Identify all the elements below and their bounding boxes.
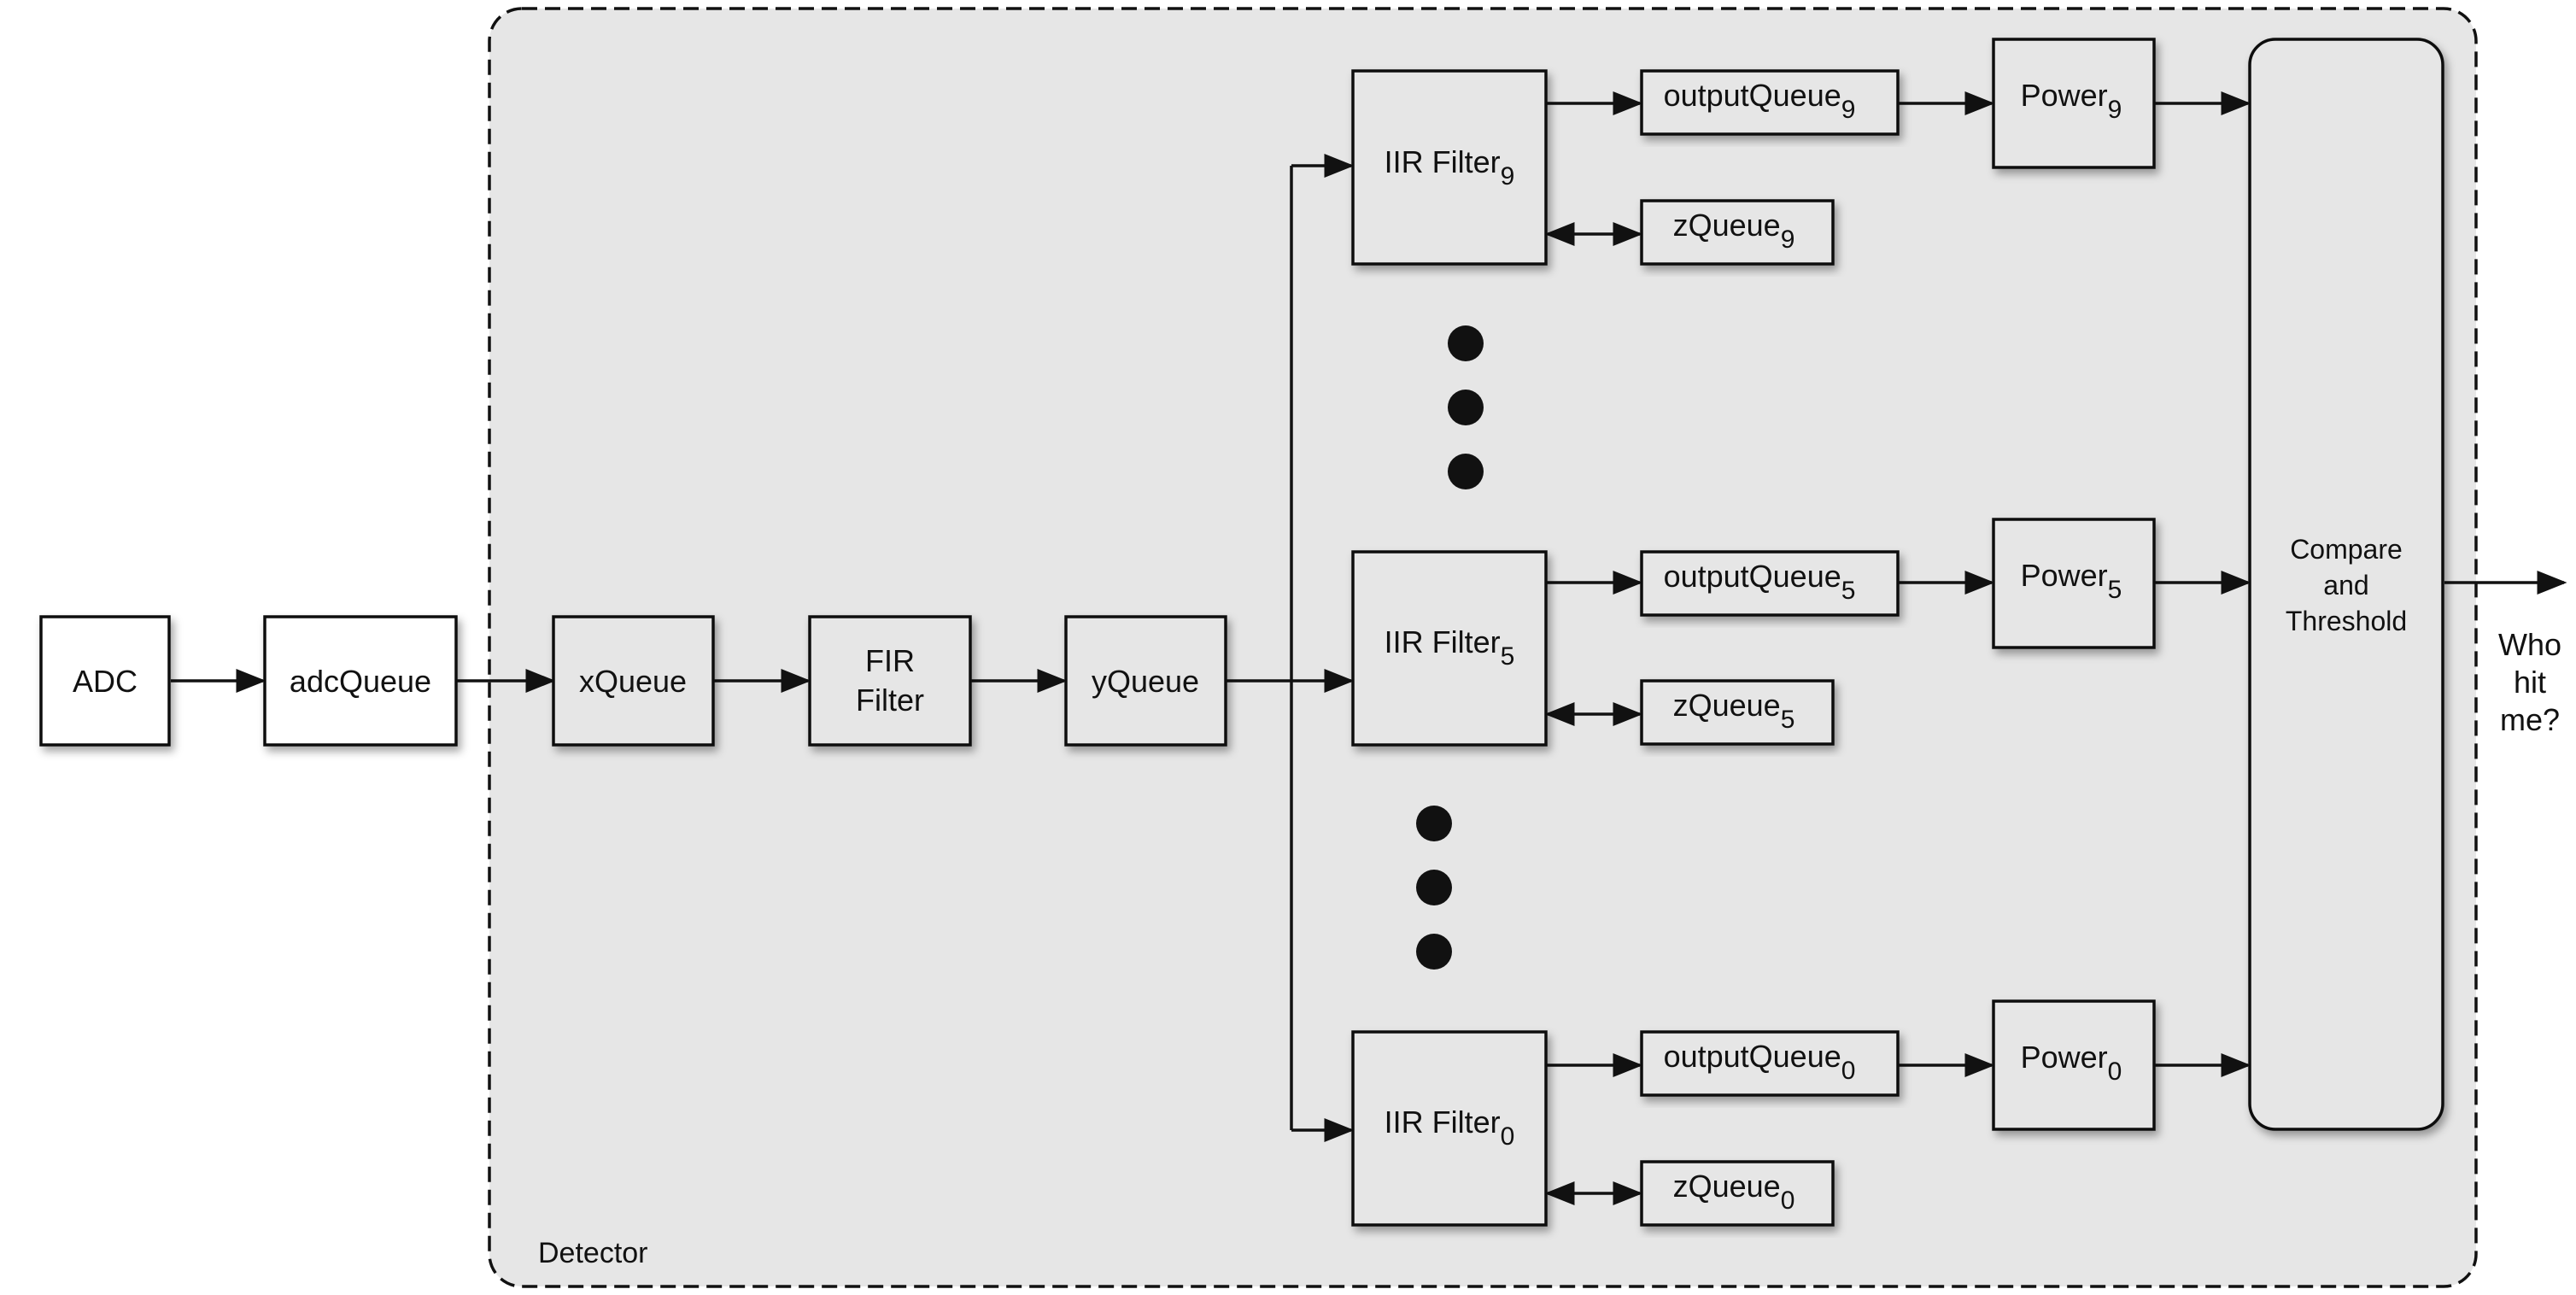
ellipsis-dot	[1448, 390, 1484, 425]
power-9-block: Power9	[1992, 38, 2156, 169]
power-5-block: Power5	[1992, 518, 2156, 649]
compare-label-line2: and	[2323, 570, 2368, 601]
zqueue-9-label: zQueue9	[1673, 208, 1795, 254]
output-label: Who hit me?	[2498, 627, 2561, 737]
compare-threshold-block: Compare and Threshold	[2248, 38, 2444, 1131]
xqueue-block: xQueue	[552, 615, 715, 747]
outputqueue-5-block: outputQueue5	[1640, 550, 1900, 617]
output-label-line2: hit	[2514, 665, 2546, 700]
ellipsis-dot	[1448, 454, 1484, 489]
fir-filter-label-line2: Filter	[856, 683, 924, 718]
connections	[171, 91, 2567, 1205]
zqueue-5-block: zQueue5	[1640, 679, 1835, 746]
adcqueue-block: adcQueue	[263, 615, 458, 747]
power-5-label: Power5	[2021, 558, 2122, 604]
output-label-line3: me?	[2500, 702, 2560, 737]
iir-filter-9-block: IIR Filter9	[1351, 69, 1548, 266]
detector-label: Detector	[538, 1237, 648, 1269]
compare-label-line1: Compare	[2290, 534, 2403, 565]
outputqueue-9-block: outputQueue9	[1640, 69, 1900, 136]
ellipsis-dot	[1416, 934, 1452, 970]
outputqueue-9-label: outputQueue9	[1664, 78, 1856, 124]
xqueue-label: xQueue	[579, 664, 687, 699]
ellipsis-dot	[1416, 806, 1452, 841]
power-9-label: Power9	[2021, 78, 2122, 124]
output-label-line1: Who	[2498, 627, 2561, 662]
iir-filter-9-label: IIR Filter9	[1385, 144, 1515, 190]
ellipsis-dot	[1416, 870, 1452, 905]
zqueue-0-label: zQueue0	[1673, 1169, 1795, 1215]
zqueue-5-label: zQueue5	[1673, 688, 1795, 734]
zqueue-0-block: zQueue0	[1640, 1160, 1835, 1227]
outputqueue-5-label: outputQueue5	[1664, 559, 1856, 605]
yqueue-label: yQueue	[1092, 664, 1199, 699]
adc-block: ADC	[39, 615, 171, 747]
power-0-block: Power0	[1992, 999, 2156, 1131]
iir-filter-0-block: IIR Filter0	[1351, 1030, 1548, 1227]
outputqueue-0-label: outputQueue0	[1664, 1039, 1856, 1085]
outputqueue-0-block: outputQueue0	[1640, 1030, 1900, 1097]
iir-filter-5-label: IIR Filter5	[1385, 624, 1515, 671]
compare-label-line3: Threshold	[2286, 606, 2407, 636]
fir-filter-block: FIR Filter	[808, 615, 972, 747]
ellipsis-dot	[1448, 325, 1484, 361]
fir-filter-label-line1: FIR	[865, 643, 915, 678]
zqueue-9-block: zQueue9	[1640, 199, 1835, 266]
iir-filter-0-label: IIR Filter0	[1385, 1105, 1515, 1151]
iir-filter-5-block: IIR Filter5	[1351, 550, 1548, 747]
adc-label: ADC	[73, 664, 138, 699]
adcqueue-label: adcQueue	[290, 664, 431, 699]
ellipsis-dots-upper	[1448, 325, 1484, 489]
power-0-label: Power0	[2021, 1040, 2122, 1086]
yqueue-block: yQueue	[1064, 615, 1227, 747]
ellipsis-dots-lower	[1416, 806, 1452, 970]
